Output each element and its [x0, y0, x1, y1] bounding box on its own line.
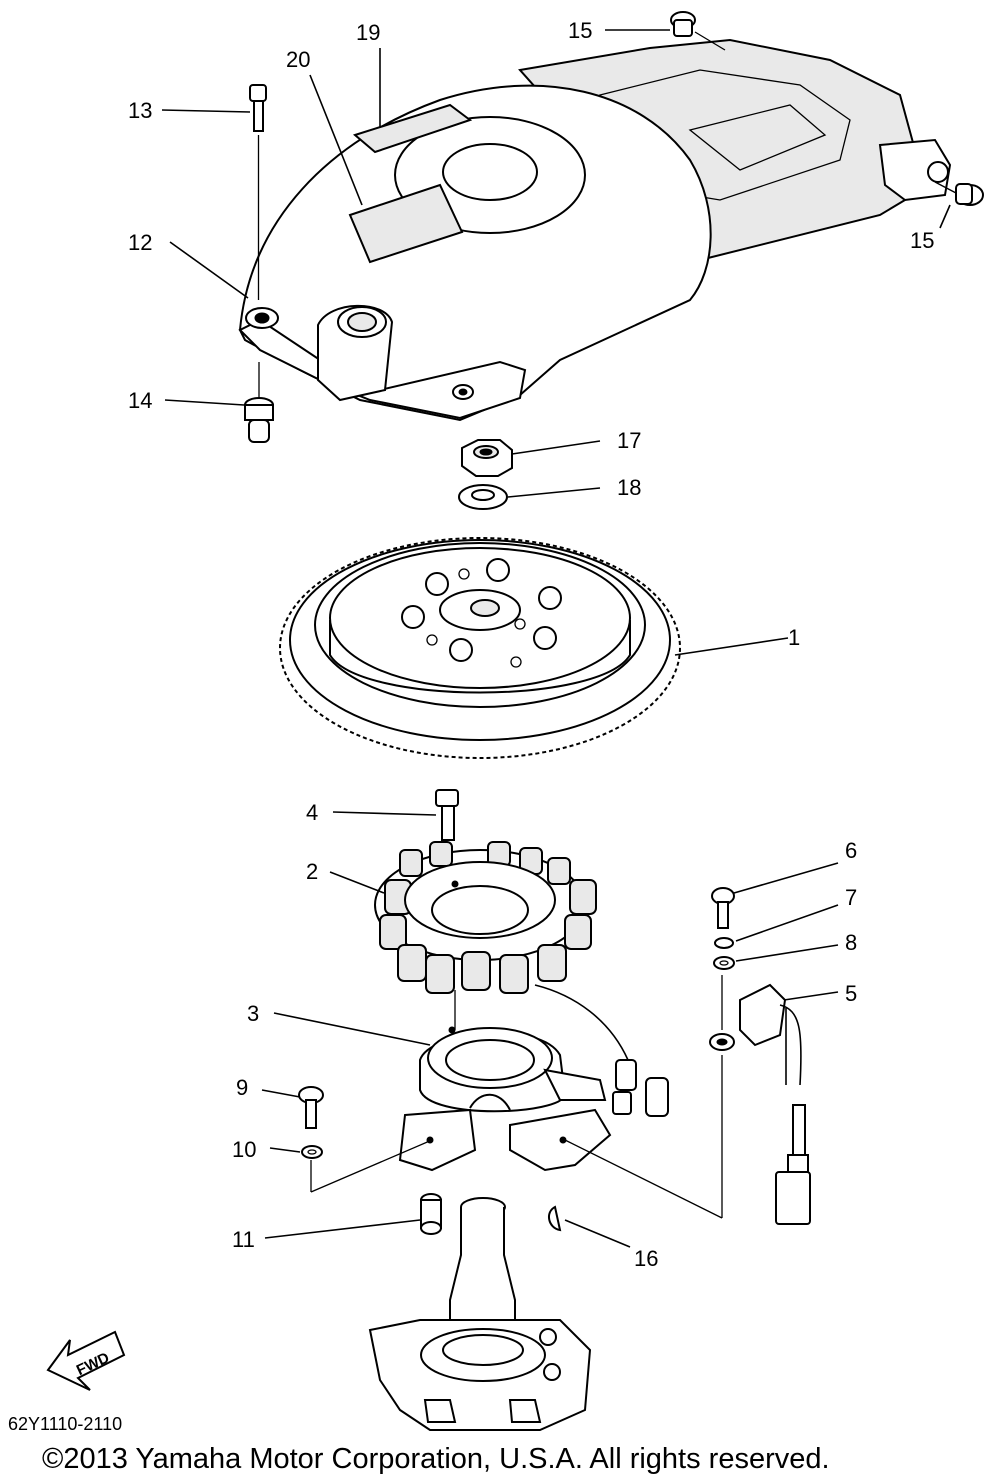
callout-18: 18 [617, 475, 641, 500]
callout-9: 9 [236, 1075, 248, 1100]
callout-5: 5 [845, 981, 857, 1006]
callout-4: 4 [306, 800, 318, 825]
washer-10 [301, 1145, 323, 1159]
callout-15-top: 15 [568, 18, 592, 43]
stator-base [398, 1026, 612, 1172]
callout-6: 6 [845, 838, 857, 863]
crankshaft [368, 1197, 592, 1431]
callout-8: 8 [845, 930, 857, 955]
callout-16: 16 [634, 1246, 658, 1271]
washer-18 [458, 484, 508, 510]
dowel-11 [420, 1193, 442, 1235]
callout-15-right: 15 [910, 228, 934, 253]
callout-7: 7 [845, 885, 857, 910]
forward-direction-arrow: FWD [46, 1330, 126, 1391]
pulser-coil-5 [709, 983, 811, 1225]
callout-10: 10 [232, 1137, 256, 1162]
callout-17: 17 [617, 428, 641, 453]
callout-12: 12 [128, 230, 152, 255]
callout-13: 13 [128, 98, 152, 123]
callout-numbers: 19 20 15 13 12 15 14 17 18 1 4 6 2 7 8 5… [128, 18, 934, 1271]
washer-7 [714, 937, 734, 949]
washer-8 [713, 956, 735, 970]
bolt-13 [249, 84, 267, 300]
nut-17 [461, 439, 513, 477]
callout-11: 11 [232, 1227, 255, 1252]
copyright-notice: ©2013 Yamaha Motor Corporation, U.S.A. A… [42, 1443, 830, 1475]
flywheel [279, 537, 681, 759]
grommet-14 [244, 362, 274, 443]
callout-19: 19 [356, 20, 380, 45]
woodruff-key-16 [548, 1205, 562, 1232]
callout-2: 2 [306, 859, 318, 884]
leader-lines [161, 29, 951, 1248]
stator [374, 841, 669, 1117]
flywheel-cover [238, 38, 952, 422]
grommet-15-top [670, 11, 726, 51]
callout-1: 1 [788, 625, 800, 650]
screw-6 [711, 887, 735, 929]
screw-9 [298, 1086, 324, 1129]
callout-20: 20 [286, 47, 310, 72]
callout-3: 3 [247, 1001, 259, 1026]
diagram-code: 62Y1110-2110 [8, 1414, 122, 1434]
callout-14: 14 [128, 388, 152, 413]
grommet-15-right [934, 181, 984, 206]
